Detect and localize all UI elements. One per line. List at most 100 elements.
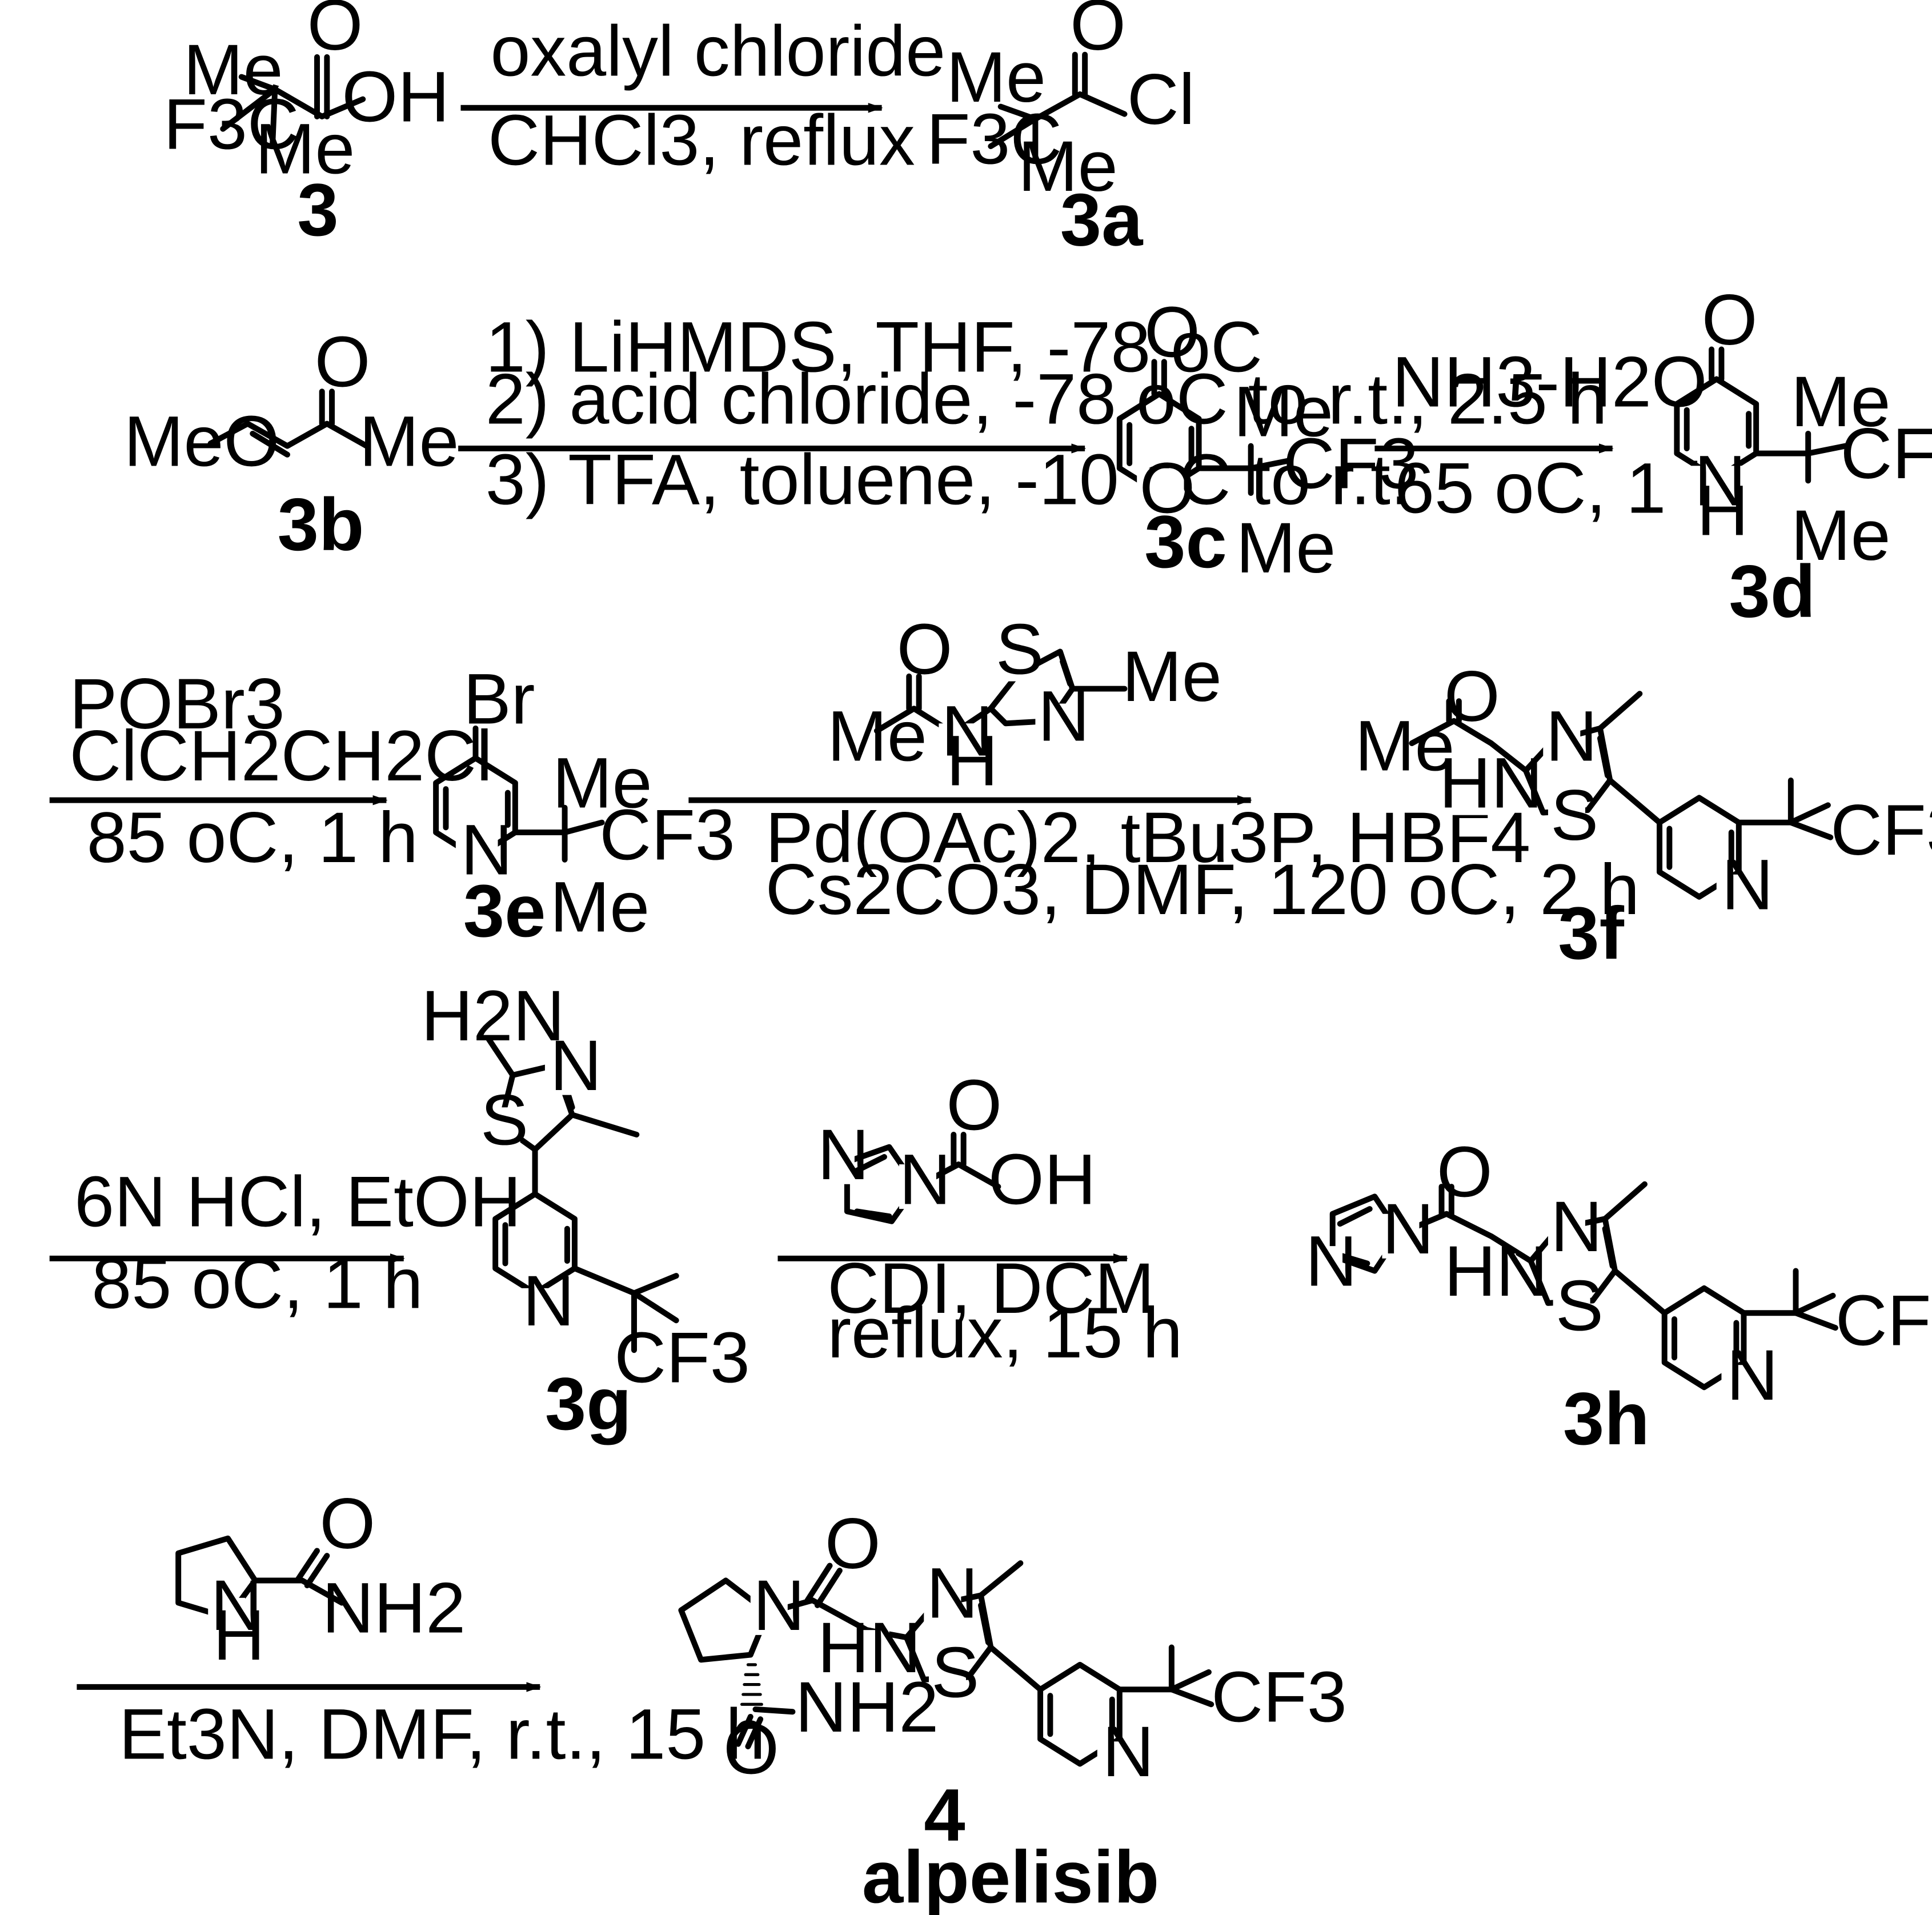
me-label: Me [827, 695, 927, 776]
me-label: Me [359, 400, 459, 481]
me-label: Me [552, 743, 652, 823]
compound-3g: H2N N S N CF3 3g [421, 975, 750, 1445]
s-label: S [1550, 775, 1598, 855]
cf3-label: CF3 [1211, 1657, 1347, 1737]
compound-3c: O O Me Me CF3 3c [1116, 292, 1419, 588]
o-label: O [1140, 448, 1196, 528]
reaction-arrow-1: oxalyl chloride CHCl3, reflux [460, 10, 945, 181]
compound-3f: Me O HN N S CF3 N 3f [1355, 656, 1932, 975]
h-label: H [1697, 470, 1749, 551]
n-label: N [927, 1553, 979, 1633]
o-label: O [723, 1709, 779, 1789]
n-label: N [1546, 695, 1598, 776]
o-label: O [307, 0, 363, 65]
compound-3e: Br N Me Me CF3 3e [433, 658, 735, 952]
reaction-arrow-5: Pd(OAc)2, tBu3P, HBF4 Cs2CO3, DMF, 120 o… [688, 795, 1640, 930]
reagent-text: 1) LiHMDS, THF, -78 oC [486, 307, 1262, 387]
reagent-text: POBr3 [69, 663, 284, 744]
me-label: Me [1233, 371, 1333, 451]
cf3-label: CF3 [1283, 423, 1419, 503]
me-label: Me [1122, 636, 1222, 716]
me-label: Me [550, 866, 650, 947]
reagent-imidazole-carboxylic-acid: N N O OH [817, 1064, 1096, 1224]
me-label: Me [1791, 361, 1891, 442]
n-label: N [899, 1139, 951, 1219]
me-label: Me [255, 109, 355, 189]
n-label: N [1550, 1186, 1602, 1267]
hn-label: HN [1444, 1231, 1548, 1311]
br-label: Br [463, 658, 535, 739]
n-label: N [1305, 1221, 1357, 1301]
hn-label: HN [1439, 743, 1543, 823]
reaction-arrow-2: 1) LiHMDS, THF, -78 oC 2) acid chloride,… [458, 307, 1608, 520]
n-label: N [1721, 844, 1773, 924]
o-label: O [1437, 1131, 1493, 1212]
o-label: O [1144, 292, 1200, 372]
compound-id: 3c [1144, 500, 1227, 583]
h-label: H [946, 720, 998, 801]
compound-4-alpelisib: N O HN N S NH2 O CF3 N 4 alpelisib [678, 1503, 1347, 1915]
n-label: N [550, 1025, 602, 1105]
me-label: Me [1791, 495, 1891, 575]
nh2-label: NH2 [322, 1568, 466, 1648]
cf3-label: CF3 [599, 795, 735, 875]
reaction-arrow-4: POBr3 ClCH2CH2Cl 85 oC, 1 h [49, 663, 492, 878]
compound-3h: N N O HN N S CF3 N 3h [1305, 1131, 1932, 1460]
s-label: S [480, 1079, 528, 1160]
h-label: H [213, 1595, 265, 1675]
condition-text: 3) TFA, toluene, -10 oC to r.t. [486, 439, 1410, 520]
condition-text: 85 oC, 1 h [87, 797, 418, 878]
compound-id: 3f [1558, 891, 1624, 975]
compound-id: 4 [924, 1773, 965, 1857]
n-label: N [1102, 1711, 1154, 1792]
o-label: O [825, 1503, 881, 1584]
reagent-thiazole-acetamide: S N Me O Me N H [827, 609, 1222, 801]
reagent-text: ClCH2CH2Cl [69, 715, 492, 796]
reagent-prolinamide: O N H NH2 [175, 1483, 466, 1675]
oh-label: OH [988, 1139, 1096, 1219]
reagent-text: 2) acid chloride, -78 oC to r.t., 2.5 h [486, 359, 1608, 439]
n-label: N [817, 1114, 869, 1195]
n-label: N [1382, 1188, 1434, 1269]
reaction-arrow-7: CDI, DCM reflux, 15 h [777, 1248, 1183, 1373]
reaction-arrow-6: 6N HCl, EtOH 85 oC, 1 h [49, 1161, 522, 1324]
o-label: O [897, 609, 953, 690]
me-label: Me [1018, 126, 1118, 206]
meo-label: MeO [124, 400, 279, 481]
o-label: O [1702, 279, 1758, 360]
reaction-arrow-3: NH3-H2O 65 oC, 1 h [1374, 341, 1726, 528]
reagent-text: NH3-H2O [1392, 341, 1707, 422]
o-label: O [315, 322, 371, 402]
s-label: S [996, 609, 1044, 690]
me-label: Me [183, 29, 283, 110]
stereo-hash-bond [740, 1663, 763, 1706]
condition-text: Pd(OAc)2, tBu3P, HBF4 [765, 797, 1530, 878]
n-label: N [753, 1565, 805, 1645]
condition-text: 85 oC, 1 h [91, 1243, 423, 1324]
cf3-label: CF3 [1835, 1280, 1932, 1361]
f3c-label: F3C [163, 83, 299, 164]
o-label: O [1070, 0, 1126, 65]
condition-text: CHCl3, reflux [488, 100, 915, 181]
compound-3a: O Cl Me Me F3C 3a [927, 0, 1195, 261]
s-label: S [1556, 1265, 1604, 1346]
n-label: N [941, 691, 993, 771]
cf3-label: CF3 [1830, 790, 1932, 870]
condition-text: Cs2CO3, DMF, 120 oC, 2 h [765, 849, 1640, 930]
nh2-label: NH2 [795, 1666, 939, 1747]
compound-id: 3g [545, 1362, 632, 1445]
s-label: S [931, 1632, 979, 1712]
condition-text: Et3N, DMF, r.t., 15 h [119, 1694, 765, 1774]
h2n-label: H2N [421, 975, 565, 1056]
compound-id: 3h [1563, 1377, 1650, 1460]
compound-id: 3b [278, 483, 364, 566]
compound-id: 3d [1729, 550, 1815, 633]
n-label: N [1038, 676, 1090, 756]
condition-text: CDI, DCM [827, 1248, 1155, 1328]
condition-text: 65 oC, 1 h [1394, 448, 1726, 528]
compound-id: 3e [463, 869, 546, 952]
me-label: Me [1236, 507, 1336, 588]
o-label: O [319, 1483, 375, 1564]
me-label: Me [1355, 706, 1455, 786]
